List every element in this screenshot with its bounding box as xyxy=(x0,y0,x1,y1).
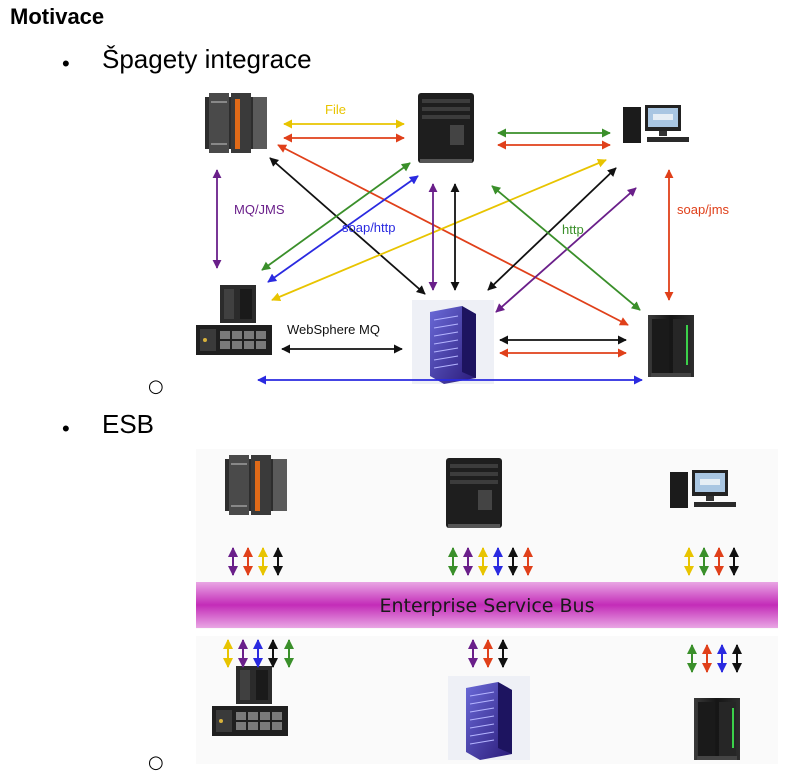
workstation-icon xyxy=(670,470,736,508)
blade-server-icon xyxy=(411,299,495,385)
label-http: http xyxy=(562,222,584,237)
dark-mainframe-icon xyxy=(694,698,740,760)
sub-bullet-2: ○ xyxy=(148,752,164,773)
dark-mainframe-icon xyxy=(648,315,694,377)
label-soaphttp: soap/http xyxy=(342,220,396,235)
label-file: File xyxy=(325,102,346,117)
rack-server-icon xyxy=(196,285,272,355)
mainframe-icon xyxy=(225,455,287,515)
spaghetti-diagram: File MQ/JMS soap/http http soap/jms WebS… xyxy=(196,93,730,385)
esb-bar xyxy=(196,582,778,628)
bullet-dot-2: • xyxy=(62,416,70,441)
bullet-dot-1: • xyxy=(62,51,70,76)
esb-bar-label: Enterprise Service Bus xyxy=(379,595,594,617)
bullet-esb: ESB xyxy=(102,409,155,439)
page-title: Motivace xyxy=(10,4,105,29)
esb-diagram: Enterprise Service Bus xyxy=(196,449,778,764)
label-mqjms: MQ/JMS xyxy=(234,202,285,217)
mainframe-icon xyxy=(205,93,267,153)
sub-bullet-1: ○ xyxy=(148,376,164,397)
tower-server-icon xyxy=(446,458,502,528)
blade-server-icon xyxy=(447,675,531,761)
label-websphere: WebSphere MQ xyxy=(287,322,380,337)
bullet-spaghetti: Špagety integrace xyxy=(102,44,312,74)
tower-server-icon xyxy=(418,93,474,163)
label-soapjms: soap/jms xyxy=(677,202,730,217)
workstation-icon xyxy=(623,105,689,143)
